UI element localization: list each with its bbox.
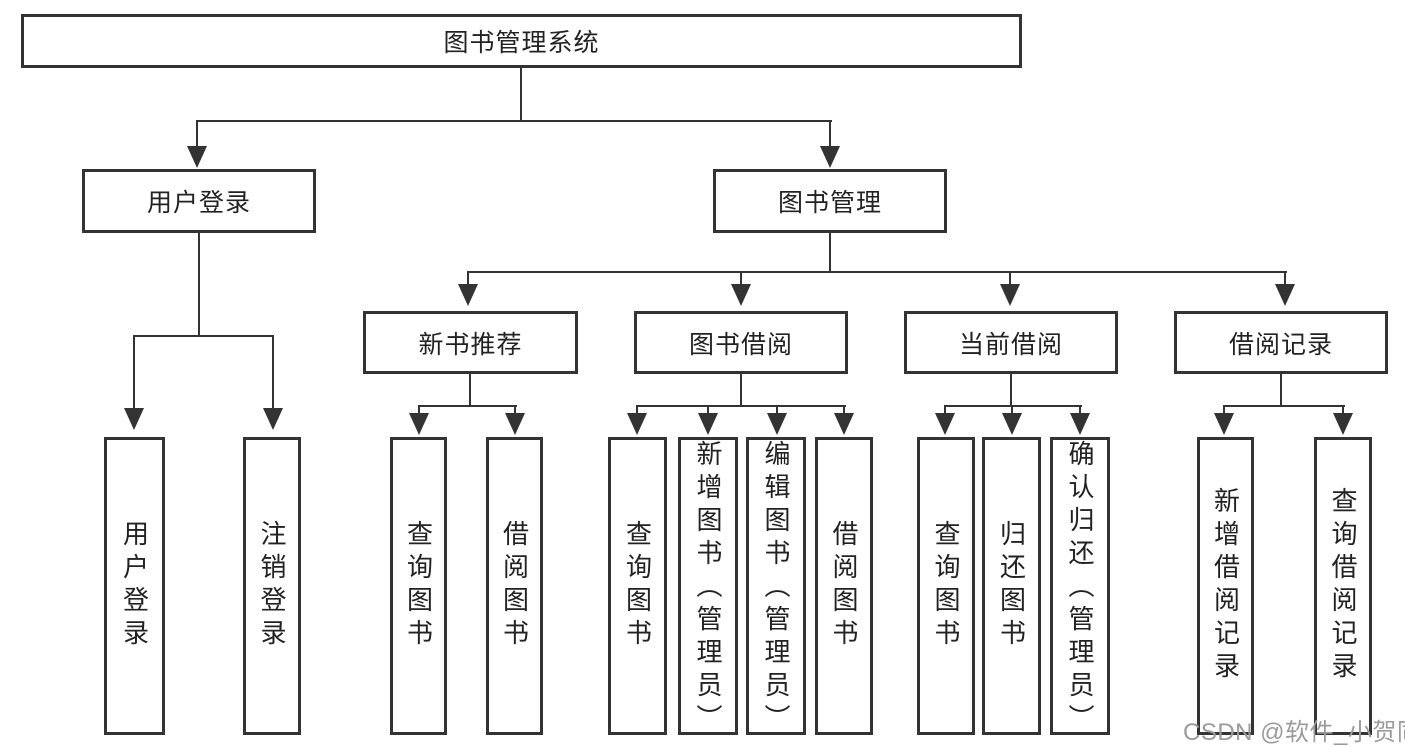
connector-borrow-record-stem — [1280, 372, 1282, 407]
connector-leaf-drop — [636, 405, 638, 415]
leaf-cb-confirm-return-admin: 确认归还（管理员） — [1050, 437, 1110, 737]
leaf-bb-add-books-admin: 新增图书（管理员） — [678, 437, 738, 737]
connector-borrow-record-leafbar — [1223, 405, 1345, 407]
connector-current-borrow-stem — [1010, 372, 1012, 407]
leaf-nb-borrow-books-label: 借阅图书 — [499, 520, 530, 652]
leaf-cb-query-books-label: 查询图书 — [931, 520, 961, 652]
connector-current-borrow-leafbar — [944, 405, 1082, 407]
leaf-bb-add-books-admin-label: 新增图书（管理员） — [693, 440, 723, 737]
connector-leaf-drop — [514, 405, 516, 415]
arrowhead-book-borrow-icon — [731, 284, 751, 306]
leaf-bb-query-books: 查询图书 — [608, 437, 667, 735]
connector-book-borrow-drop — [740, 271, 742, 285]
leaf-bb-borrow-books-label: 借阅图书 — [829, 520, 859, 652]
connector-level1-bar — [196, 120, 832, 122]
node-book-borrowing-label: 图书借阅 — [688, 330, 793, 359]
node-borrowing-records: 借阅记录 — [1174, 311, 1388, 374]
connector-leaf-drop — [843, 405, 845, 415]
connector-leaf-drop — [418, 405, 420, 415]
arrowhead-leaf-icon — [1002, 413, 1022, 435]
leaf-bb-edit-books-admin: 编辑图书（管理员） — [746, 437, 806, 737]
leaf-cb-return-books: 归还图书 — [982, 437, 1041, 735]
arrowhead-leaf-icon — [1333, 413, 1353, 435]
node-new-book-recommendation: 新书推荐 — [363, 311, 578, 374]
connector-leaf-logout-drop — [272, 335, 274, 408]
arrowhead-leaf-icon — [505, 413, 525, 435]
connector-book-borrow-leafbar — [636, 405, 846, 407]
connector-leaf-drop — [1342, 405, 1344, 415]
node-borrowing-records-label: 借阅记录 — [1228, 330, 1333, 359]
connector-root-stem — [520, 66, 522, 122]
leaf-br-query-record-label: 查询借阅记录 — [1328, 487, 1358, 685]
leaf-br-query-record: 查询借阅记录 — [1314, 437, 1372, 735]
arrowhead-book-mgmt-icon — [820, 146, 840, 168]
arrowhead-leaf-icon — [834, 413, 854, 435]
leaf-user-login: 用户登录 — [104, 437, 165, 735]
connector-new-book-leafbar — [418, 405, 517, 407]
connector-leaf-drop — [776, 405, 778, 415]
arrowhead-leaf-icon — [1214, 413, 1234, 435]
leaf-nb-borrow-books: 借阅图书 — [486, 437, 543, 735]
node-user-login: 用户登录 — [82, 169, 316, 233]
connector-current-borrow-drop — [1009, 271, 1011, 285]
leaf-bb-borrow-books: 借阅图书 — [815, 437, 873, 735]
leaf-bb-edit-books-admin-label: 编辑图书（管理员） — [761, 440, 791, 737]
leaf-br-add-record-label: 新增借阅记录 — [1210, 487, 1241, 685]
leaf-logout: 注销登录 — [243, 437, 301, 735]
node-root: 图书管理系统 — [21, 14, 1022, 68]
arrowhead-user-login-icon — [187, 146, 207, 168]
arrowhead-borrow-record-icon — [1275, 284, 1295, 306]
arrowhead-leaf-icon — [409, 413, 429, 435]
leaf-nb-query-books: 查询图书 — [390, 437, 447, 735]
node-new-book-label: 新书推荐 — [418, 330, 523, 359]
leaf-user-login-label: 用户登录 — [119, 520, 150, 652]
connector-leaf-drop — [1011, 405, 1013, 415]
connector-leaf-drop — [1079, 405, 1081, 415]
node-book-management: 图书管理 — [713, 169, 947, 233]
arrowhead-leaf-icon — [627, 413, 647, 435]
connector-user-login-bar — [133, 335, 274, 337]
arrowhead-current-borrow-icon — [1000, 284, 1020, 306]
connector-new-book-drop — [467, 271, 469, 285]
arrowhead-new-book-icon — [458, 284, 478, 306]
arrowhead-leaf-logout-icon — [263, 408, 283, 430]
leaf-cb-confirm-return-admin-label: 确认归还（管理员） — [1065, 440, 1095, 737]
node-root-label: 图书管理系统 — [443, 29, 600, 57]
leaf-nb-query-books-label: 查询图书 — [403, 520, 434, 652]
connector-leaf-login-drop — [133, 335, 135, 408]
connector-user-login-drop — [196, 120, 198, 148]
connector-book-mgmt-stem — [829, 231, 831, 273]
leaf-bb-query-books-label: 查询图书 — [622, 520, 653, 652]
node-current-borrowing: 当前借阅 — [904, 311, 1118, 374]
connector-leaf-drop — [707, 405, 709, 415]
connector-borrow-record-drop — [1284, 271, 1286, 285]
connector-leaf-drop — [1223, 405, 1225, 415]
node-user-login-label: 用户登录 — [146, 189, 251, 217]
connector-level3-bar — [467, 271, 1287, 273]
connector-leaf-drop — [944, 405, 946, 415]
node-book-management-label: 图书管理 — [777, 189, 882, 217]
csdn-watermark: CSDN @软件_小贺同学 — [1183, 719, 1405, 746]
connector-new-book-stem — [469, 372, 471, 407]
leaf-cb-query-books: 查询图书 — [917, 437, 975, 735]
arrowhead-leaf-login-icon — [124, 408, 144, 430]
arrowhead-leaf-icon — [935, 413, 955, 435]
leaf-cb-return-books-label: 归还图书 — [996, 520, 1027, 652]
leaf-br-add-record: 新增借阅记录 — [1197, 437, 1254, 735]
node-current-borrowing-label: 当前借阅 — [958, 330, 1063, 359]
leaf-logout-label: 注销登录 — [257, 520, 287, 652]
connector-book-borrow-stem — [740, 372, 742, 407]
connector-book-mgmt-drop — [829, 120, 831, 148]
node-book-borrowing: 图书借阅 — [634, 311, 848, 374]
arrowhead-leaf-icon — [698, 413, 718, 435]
arrowhead-leaf-icon — [767, 413, 787, 435]
arrowhead-leaf-icon — [1070, 413, 1090, 435]
connector-user-login-stem — [198, 231, 200, 337]
